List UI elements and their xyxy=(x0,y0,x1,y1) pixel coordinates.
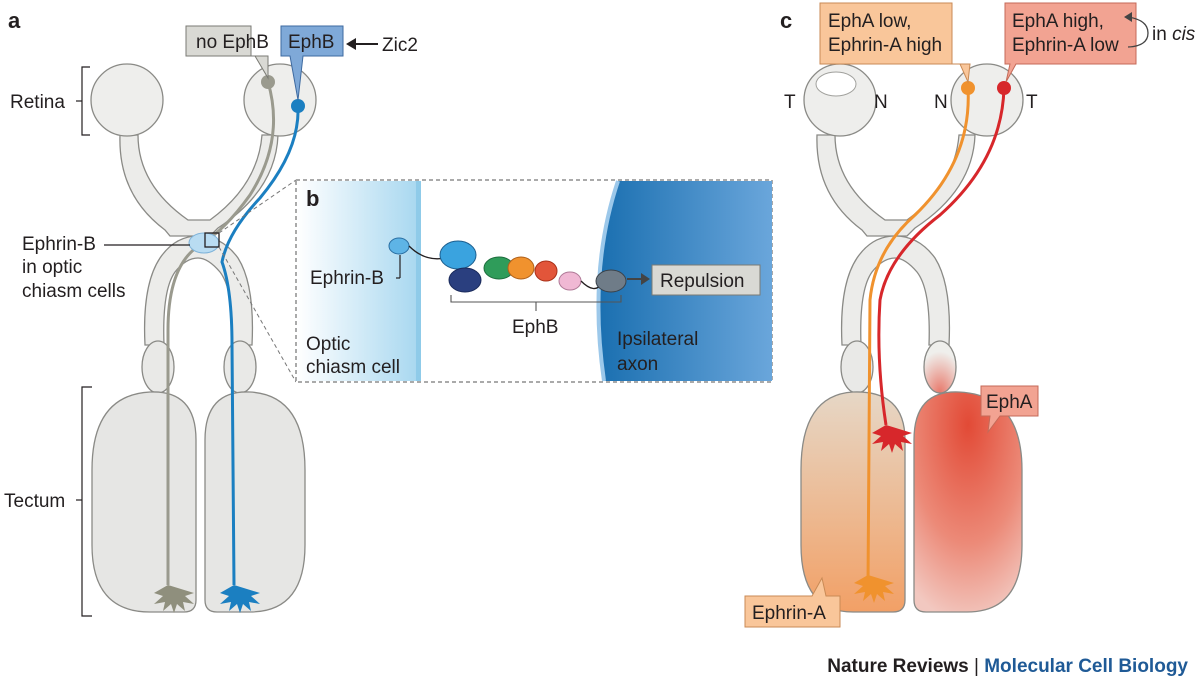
left-callout-line2: Ephrin-A high xyxy=(828,35,942,56)
ephb-callout xyxy=(280,25,344,101)
panel-label-a: a xyxy=(8,8,21,33)
bulb-right-c xyxy=(923,340,957,394)
panel-c-brain xyxy=(800,63,1024,613)
zic2-arrowhead xyxy=(346,38,356,50)
panel-b: b Ephrin-B EphB Repulsion Optic chiasm c… xyxy=(295,179,773,383)
repulsion-arrowhead xyxy=(641,273,650,285)
ephb-label-a: EphB xyxy=(288,32,334,53)
right-callout-line2: Ephrin-A low xyxy=(1012,35,1119,56)
bulb-right-a xyxy=(223,340,257,394)
panel-label-b: b xyxy=(306,186,319,211)
red-cell-body xyxy=(997,81,1011,95)
ipsilateral-axon-label-2: axon xyxy=(617,354,658,375)
cis-text: cis xyxy=(1172,24,1196,45)
retina-bracket xyxy=(81,66,90,136)
ephb-cysteine-domain xyxy=(448,267,482,293)
ephrin-b-label-b: Ephrin-B xyxy=(310,268,384,289)
grey-terminal xyxy=(154,585,194,613)
tectum-label: Tectum xyxy=(4,491,65,512)
tectum-left-c xyxy=(800,391,906,613)
orange-cell-body xyxy=(961,81,975,95)
ephrin-b-cell-a xyxy=(188,232,220,254)
optic-chiasm-c xyxy=(840,235,951,346)
panel-label-c: c xyxy=(780,8,792,33)
ephrin-a-callout xyxy=(744,576,841,628)
tectum-bracket xyxy=(81,386,92,617)
retina-left-c-highlight xyxy=(815,71,857,97)
ephb-domain-4 xyxy=(558,271,582,291)
ephrin-a-label: Ephrin-A xyxy=(752,603,826,624)
optic-stalks-c xyxy=(816,134,976,237)
in-cis-arrow xyxy=(1127,16,1149,48)
grey-cell-body xyxy=(261,75,275,89)
optic-chiasm-label-1: Optic xyxy=(306,334,350,355)
ipsilateral-blue-axon xyxy=(220,105,300,586)
zoom-line-bottom xyxy=(218,246,297,383)
zoom-line-top xyxy=(218,179,297,234)
epha-label: EphA xyxy=(986,392,1033,413)
no-ephb-callout xyxy=(185,25,269,80)
optic-chiasm-cell-b xyxy=(297,181,417,381)
in-cis-label: in cis xyxy=(1152,24,1196,45)
panel-a-brain xyxy=(90,63,317,613)
journal-section: Molecular Cell Biology xyxy=(984,656,1188,677)
no-ephb-label: no EphB xyxy=(196,32,269,53)
retina-right-a xyxy=(243,63,317,137)
right-expression-callout xyxy=(1004,2,1137,83)
optic-chiasm-label-2: chiasm cell xyxy=(306,357,400,378)
tectum-right-a xyxy=(204,391,306,613)
retina-left-a xyxy=(90,63,164,137)
orange-terminal xyxy=(854,575,894,603)
blue-terminal xyxy=(220,585,260,613)
in-cis-text: in xyxy=(1152,24,1172,45)
temporal-red-axon xyxy=(877,87,1006,426)
ephb-kinase-domain xyxy=(595,269,627,293)
repulsion-label: Repulsion xyxy=(660,271,745,292)
ephrin-b-label-a3: chiasm cells xyxy=(22,281,125,302)
cell-membrane-b xyxy=(416,181,421,381)
ephrin-b-label-a2: in optic xyxy=(22,257,82,278)
retina-right-c xyxy=(950,63,1024,137)
ephb-label-b: EphB xyxy=(512,317,558,338)
tectum-left-a xyxy=(91,391,197,613)
journal-name: Nature Reviews xyxy=(827,656,969,677)
temporal-label-left: T xyxy=(784,92,796,113)
tectum-right-c xyxy=(913,391,1023,613)
zoom-box-a xyxy=(204,232,220,248)
ephrin-b-ligand xyxy=(388,237,410,255)
nasal-label-left: N xyxy=(874,92,888,113)
left-callout-line1: EphA low, xyxy=(828,11,911,32)
blue-cell-body xyxy=(291,99,305,113)
repulsion-box xyxy=(651,264,761,296)
ephrin-b-label-a1: Ephrin-B xyxy=(22,234,96,255)
red-terminal xyxy=(872,425,912,453)
epha-callout xyxy=(980,385,1039,434)
left-expression-callout xyxy=(819,2,971,84)
retina-label: Retina xyxy=(10,92,65,113)
zic2-label: Zic2 xyxy=(382,35,418,56)
right-callout-line1: EphA high, xyxy=(1012,11,1104,32)
credit-separator: | xyxy=(969,656,985,677)
ephb-ligand-binding-domain xyxy=(439,240,477,270)
ipsilateral-axon-label-1: Ipsilateral xyxy=(617,329,698,350)
in-cis-arrowhead xyxy=(1124,12,1132,22)
uncrossed-grey-axon xyxy=(166,81,276,585)
nasal-label-right: N xyxy=(934,92,948,113)
ephb-fn-domain-2 xyxy=(507,256,535,280)
temporal-label-right: T xyxy=(1026,92,1038,113)
nasal-orange-axon xyxy=(866,87,970,586)
ephb-domain-3 xyxy=(534,260,558,282)
journal-credit: Nature Reviews | Molecular Cell Biology xyxy=(827,656,1188,677)
